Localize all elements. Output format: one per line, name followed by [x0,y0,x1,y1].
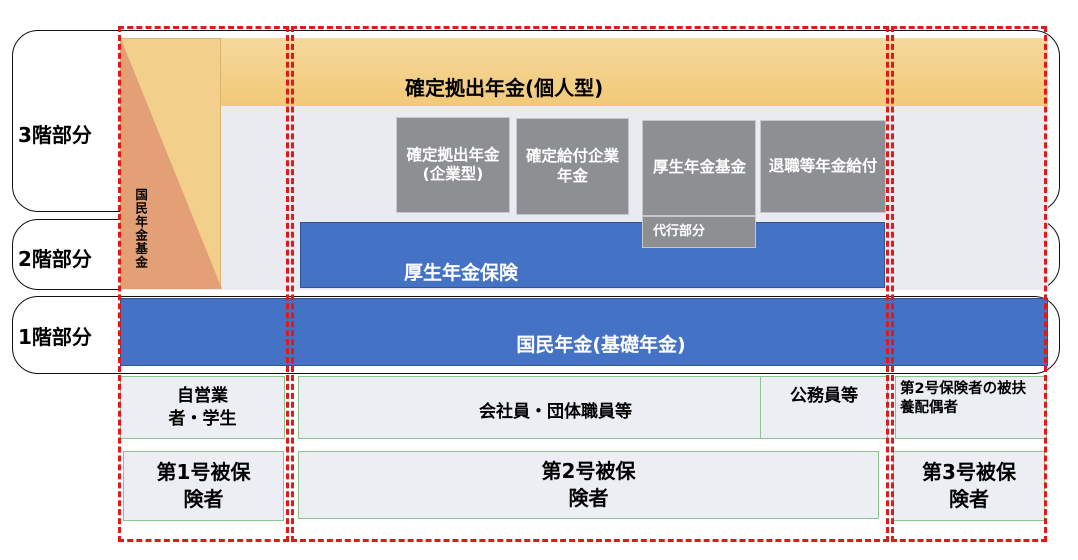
column-outline-category-3 [891,26,1047,542]
national-pension-fund-triangle [121,39,222,289]
ideco-label: 確定拠出年金(個人型) [405,76,604,100]
national-pension-fund-box [120,38,222,289]
occupation-self-employed-label: 自営業者・学生 [168,386,237,429]
insured-category-3-label: 第3号被保険者 [922,460,1016,511]
insured-category-1: 第1号被保険者 [123,451,284,521]
employee-pension-insurance-label: 厚生年金保険 [404,262,519,284]
insured-category-2-label: 第2号被保険者 [541,459,636,510]
national-pension-fund-label: 国民年金基金 [133,188,149,269]
column-outline-category-2 [291,26,889,542]
insured-category-1-label: 第1号被保険者 [156,460,251,511]
occupation-civil-servants: 公務員等 [760,376,888,439]
occupation-dependent-spouse: 第2号保険者の被扶養配偶者 [895,376,1047,439]
tier1-label: 1階部分 [18,325,92,349]
national-pension-label: 国民年金(基礎年金) [516,333,686,356]
employee-pension-insurance-band [300,222,885,288]
tier2-label: 2階部分 [18,247,92,271]
occupation-dependent-spouse-label: 第2号保険者の被扶養配偶者 [900,381,1027,416]
column-outline-category-1 [118,26,289,542]
occupation-civil-servants-label: 公務員等 [790,386,858,406]
tier3-label: 3階部分 [18,123,92,147]
retirement-allowance-box: 退職等年金給付 [760,120,886,213]
employee-pension-fund-box: 厚生年金基金 [642,120,756,216]
insured-category-2: 第2号被保険者 [298,451,879,519]
db-corporate-box: 確定給付企業年金 [516,118,629,215]
dc-corporate-box: 確定拠出年金(企業型) [396,117,510,213]
tier1-outline [12,296,1060,374]
insured-category-3: 第3号被保険者 [893,451,1045,521]
occupation-self-employed: 自営業者・学生 [120,376,285,439]
occupation-company-employees-label: 会社員・団体職員等 [479,402,632,423]
substitute-portion-box: 代行部分 [642,216,756,248]
